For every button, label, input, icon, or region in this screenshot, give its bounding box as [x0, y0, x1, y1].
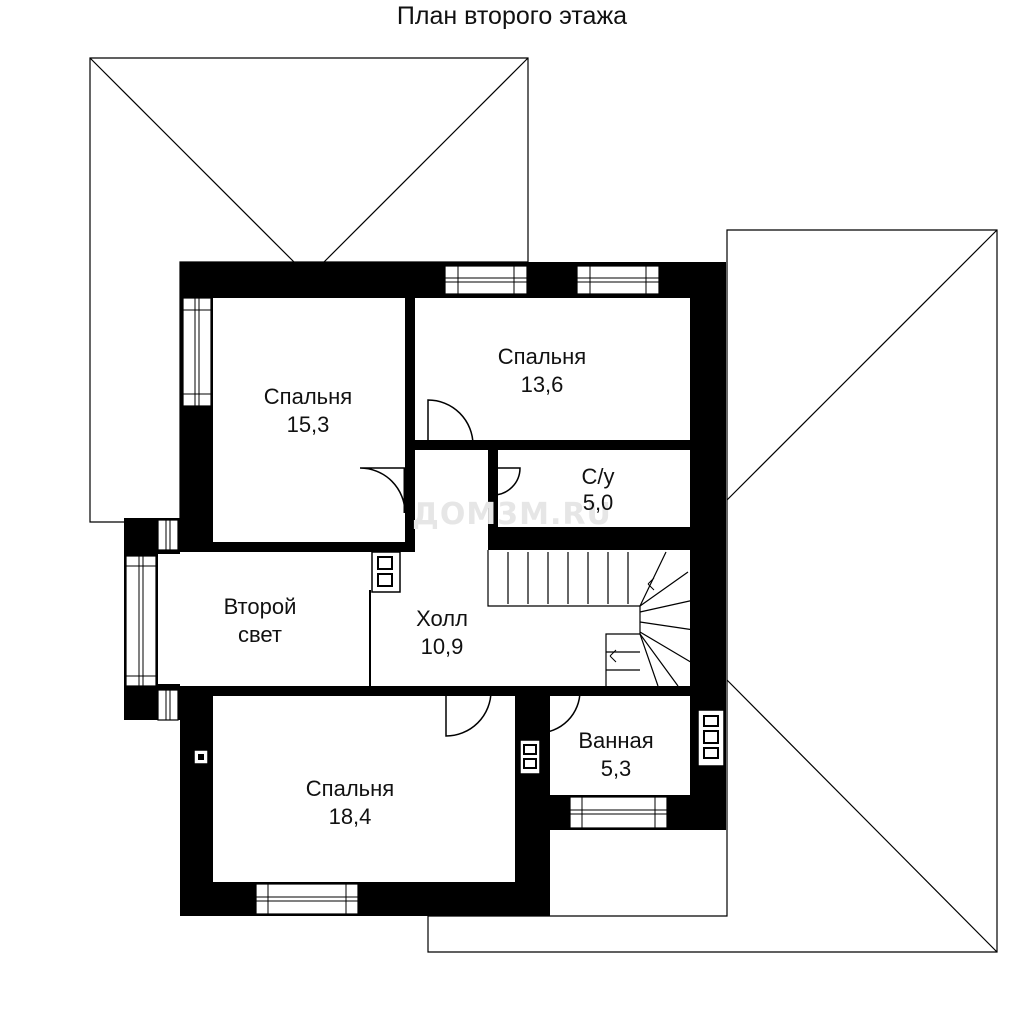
room-area: 13,6 [521, 372, 564, 397]
watermark: ДОМ3М.RU [412, 497, 612, 532]
room-area: 18,4 [329, 804, 372, 829]
staircase [487, 550, 695, 687]
window-bay-bottom [157, 689, 179, 721]
door-bedroom-15 [359, 467, 407, 514]
room-area: 10,9 [421, 634, 464, 659]
room-label-bathroom: Ванная 5,3 [578, 728, 653, 781]
interior-walls [156, 296, 696, 796]
room-name: С/у [582, 464, 615, 489]
room-label-hall: Холл 10,9 [416, 606, 468, 659]
room-label-second-light: Второй свет [224, 594, 297, 647]
room-label-bedroom-15: Спальня 15,3 [264, 384, 352, 437]
vent-block-bathroom [519, 739, 541, 775]
room-area: 15,3 [287, 412, 330, 437]
window-bay-top [157, 519, 179, 551]
window-left-bedroom [182, 297, 212, 407]
window-bay-left [125, 555, 157, 687]
window-bottom-bedroom [255, 883, 359, 915]
room-label-wc: С/у 5,0 [582, 464, 615, 515]
room-name: Спальня [264, 384, 352, 409]
vent-small-left [193, 749, 209, 765]
door-bedroom-18 [445, 689, 492, 737]
plan-title: План второго этажа [396, 2, 628, 30]
door-bathroom [537, 690, 581, 734]
room-name: Ванная [578, 728, 653, 753]
window-bathroom-bottom [569, 796, 668, 829]
window-top-right [576, 265, 660, 295]
room-area: свет [238, 622, 282, 647]
door-wc [492, 467, 521, 496]
vent-block-hall [371, 551, 401, 593]
window-top-left [444, 265, 528, 295]
vent-block-right [697, 709, 725, 767]
room-name: Спальня [498, 344, 586, 369]
door-bedroom-13 [427, 399, 474, 447]
room-name: Второй [224, 594, 297, 619]
room-area: 5,0 [583, 490, 614, 515]
room-area: 5,3 [601, 756, 632, 781]
roof-outline-right [427, 229, 998, 953]
room-name: Спальня [306, 776, 394, 801]
room-label-bedroom-18: Спальня 18,4 [306, 776, 394, 829]
room-name: Холл [416, 606, 468, 631]
room-label-bedroom-13: Спальня 13,6 [498, 344, 586, 397]
